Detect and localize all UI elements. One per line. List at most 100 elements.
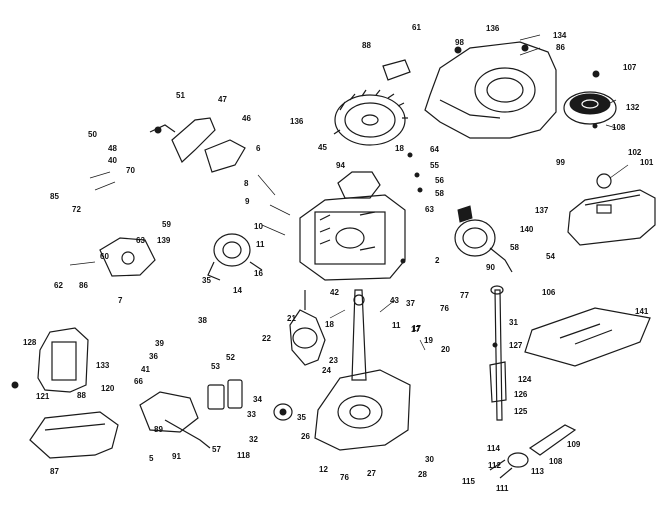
part-callout-139: 139 xyxy=(157,236,171,245)
part-callout-45: 45 xyxy=(318,143,327,152)
part-callout-38: 38 xyxy=(198,316,207,325)
part-callout-7: 7 xyxy=(118,296,123,305)
part-callout-9: 9 xyxy=(245,197,250,206)
part-callout-88: 88 xyxy=(77,391,86,400)
part-callout-87: 87 xyxy=(50,467,59,476)
throttle-control xyxy=(89,117,246,191)
part-callout-63: 63 xyxy=(136,236,145,245)
gas-tank-bracket xyxy=(29,411,119,459)
part-callout-115: 115 xyxy=(462,477,475,486)
part-callout-39: 39 xyxy=(155,339,164,348)
part-callout-61: 61 xyxy=(412,23,421,32)
part-callout-10: 10 xyxy=(254,222,263,231)
part-callout-58: 58 xyxy=(510,243,519,252)
part-callout-48: 48 xyxy=(108,144,117,153)
part-callout-32: 32 xyxy=(249,435,258,444)
cam-gear xyxy=(273,403,293,421)
part-callout-124: 124 xyxy=(518,375,532,384)
part-callout-62: 62 xyxy=(54,281,63,290)
part-callout-136: 136 xyxy=(486,24,500,33)
part-callout-59: 59 xyxy=(162,220,171,229)
part-callout-43: 43 xyxy=(390,296,399,305)
part-callout-26: 26 xyxy=(301,432,310,441)
part-callout-36: 36 xyxy=(149,352,158,361)
part-callout-112: 112 xyxy=(488,461,501,470)
starter-assembly xyxy=(454,205,513,273)
part-callout-111: 111 xyxy=(496,484,509,493)
part-callout-132: 132 xyxy=(626,103,640,112)
part-callout-108: 108 xyxy=(612,123,626,132)
part-callout-5: 5 xyxy=(149,454,154,463)
part-callout-23: 23 xyxy=(329,356,338,365)
cylinder-block xyxy=(299,171,406,281)
part-callout-94: 94 xyxy=(336,161,345,170)
part-callout-108: 108 xyxy=(549,457,563,466)
rotating-screen xyxy=(563,70,617,129)
part-callout-12: 12 xyxy=(319,465,328,474)
part-callout-50: 50 xyxy=(88,130,97,139)
part-callout-51: 51 xyxy=(176,91,185,100)
part-callout-133: 133 xyxy=(96,361,110,370)
part-callout-102: 102 xyxy=(628,148,642,157)
part-callout-34: 34 xyxy=(253,395,262,404)
part-callout-127: 127 xyxy=(509,341,523,350)
part-callout-125: 125 xyxy=(514,407,528,416)
dipstick-tube xyxy=(489,285,507,421)
part-callout-35: 35 xyxy=(297,413,306,422)
part-callout-30: 30 xyxy=(425,455,434,464)
part-callout-86: 86 xyxy=(556,43,565,52)
decal xyxy=(382,59,411,81)
part-callout-134: 134 xyxy=(553,31,567,40)
part-callout-106: 106 xyxy=(542,288,556,297)
part-callout-11: 11 xyxy=(256,240,265,249)
part-callout-33: 33 xyxy=(247,410,256,419)
governor-linkage xyxy=(69,237,156,277)
part-callout-72: 72 xyxy=(72,205,81,214)
part-callout-54: 54 xyxy=(546,252,555,261)
part-callout-60: 60 xyxy=(100,252,109,261)
part-callout-57: 57 xyxy=(212,445,221,454)
part-callout-40: 40 xyxy=(108,156,117,165)
part-callout-120: 120 xyxy=(101,384,115,393)
part-callout-52: 52 xyxy=(226,353,235,362)
part-callout-24: 24 xyxy=(322,366,331,375)
part-callout-21: 21 xyxy=(287,314,296,323)
part-callout-76: 76 xyxy=(440,304,449,313)
part-callout-20: 20 xyxy=(441,345,450,354)
part-callout-99: 99 xyxy=(556,158,565,167)
part-callout-121: 121 xyxy=(36,392,50,401)
part-callout-14: 14 xyxy=(233,286,242,295)
part-callout-107: 107 xyxy=(623,63,637,72)
part-callout-17: 17 xyxy=(412,324,421,333)
part-callout-70: 70 xyxy=(126,166,135,175)
part-callout-16: 16 xyxy=(254,269,263,278)
part-callout-53: 53 xyxy=(211,362,220,371)
part-callout-137: 137 xyxy=(535,206,549,215)
part-callout-109: 109 xyxy=(567,440,581,449)
ignition-module xyxy=(207,379,243,410)
part-callout-37: 37 xyxy=(406,299,415,308)
hardware-markers xyxy=(11,34,617,389)
part-callout-118: 118 xyxy=(237,451,250,460)
part-callout-66: 66 xyxy=(134,377,143,386)
flywheel xyxy=(333,89,408,146)
part-callout-46: 46 xyxy=(242,114,251,123)
part-callout-11: 11 xyxy=(392,321,401,330)
part-callout-89: 89 xyxy=(154,425,163,434)
part-callout-55: 55 xyxy=(430,161,439,170)
part-callout-42: 42 xyxy=(330,288,339,297)
valve-parts xyxy=(489,424,577,479)
connecting-rod xyxy=(351,289,367,381)
blower-housing xyxy=(424,41,557,139)
crankshaft xyxy=(289,290,326,366)
engine-base xyxy=(314,369,411,451)
part-callout-114: 114 xyxy=(487,444,500,453)
part-callout-22: 22 xyxy=(262,334,271,343)
part-callout-64: 64 xyxy=(430,145,439,154)
part-callout-18: 18 xyxy=(325,320,334,329)
brake-assembly xyxy=(139,391,211,449)
part-callout-128: 128 xyxy=(23,338,37,347)
part-callout-27: 27 xyxy=(367,469,376,478)
part-callout-18: 18 xyxy=(395,144,404,153)
